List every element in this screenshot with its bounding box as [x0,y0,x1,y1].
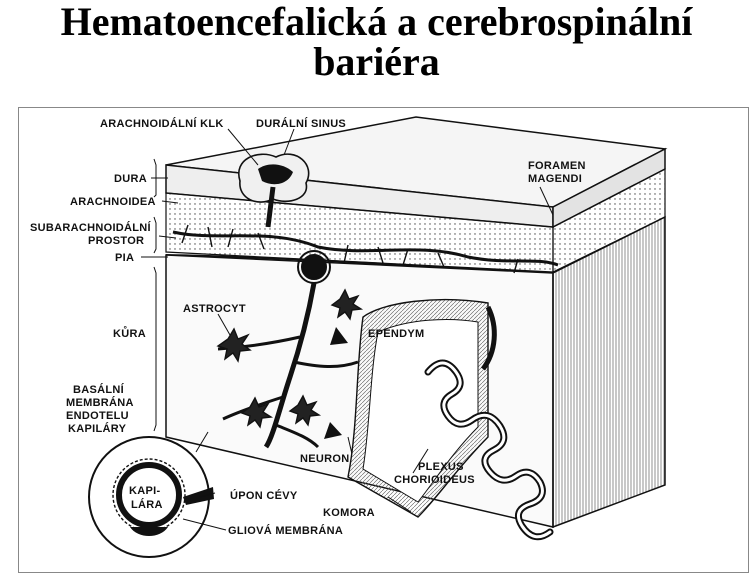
leader-lines [141,128,554,531]
label-foot-process: ÚPON CÉVY [230,489,298,502]
label-ventricle: KOMORA [323,507,375,519]
label-arachnoid-villus: ARACHNOIDÁLNÍ KLK [100,117,224,130]
cortex-side [552,215,666,529]
label-basal-2: MEMBRÁNA [66,396,134,409]
label-neuron: NEURON [300,453,349,465]
label-arachnoid: ARACHNOIDEA [70,196,156,208]
diagram-svg: ARACHNOIDÁLNÍ KLK DURÁLNÍ SINUS DURA ARA… [18,107,749,573]
page-title: Hematoencefalická a cerebrospinální [60,0,693,44]
vessel-lumen [301,254,327,280]
villus-core [258,164,293,185]
trabeculae [181,224,519,274]
label-subarachnoid-2: PROSTOR [88,235,144,247]
foot-process-shape [183,487,214,505]
label-plexus-2: CHORIOIDEUS [394,474,475,486]
label-dural-sinus: DURÁLNÍ SINUS [256,117,346,130]
label-capillary-1: KAPI- [129,485,160,497]
label-glial-membrane: GLIOVÁ MEMBRÁNA [228,524,343,537]
subarachnoid-brace [153,216,157,254]
label-dura: DURA [114,173,147,185]
inset-link [195,431,209,453]
villus-stalk [265,186,276,228]
label-capillary-2: LÁRA [131,498,163,511]
subarachnoid-vessels [172,230,559,267]
penetrating-vessel [263,282,317,449]
plexus-stalk [480,305,497,371]
astrocytes [216,288,364,429]
endothelial-nucleus [130,527,168,536]
label-basal-3: ENDOTELU [66,410,129,422]
label-subarachnoid-1: SUBARACHNOIDÁLNÍ [30,221,152,234]
vessel-branches [217,335,359,449]
label-plexus-1: PLEXUS [418,461,464,473]
label-basal-1: BASÁLNÍ [73,383,125,396]
label-basal-4: KAPILÁRY [68,422,127,435]
label-foramen-2: MAGENDI [528,173,582,185]
label-cortex: KŮRA [113,326,146,340]
label-astrocyte: ASTROCYT [183,303,246,315]
label-foramen-1: FORAMEN [528,160,586,172]
dura-brace [153,158,157,198]
label-pia: PIA [115,252,134,264]
label-ependyma: EPENDYM [368,328,425,340]
cortex-brace [153,266,157,432]
page-title-line-2: bariéra [313,39,440,84]
choroid-plexus-inner [426,361,552,539]
barrier-diagram: ARACHNOIDÁLNÍ KLK DURÁLNÍ SINUS DURA ARA… [18,107,752,573]
capillary-wall [116,462,182,528]
